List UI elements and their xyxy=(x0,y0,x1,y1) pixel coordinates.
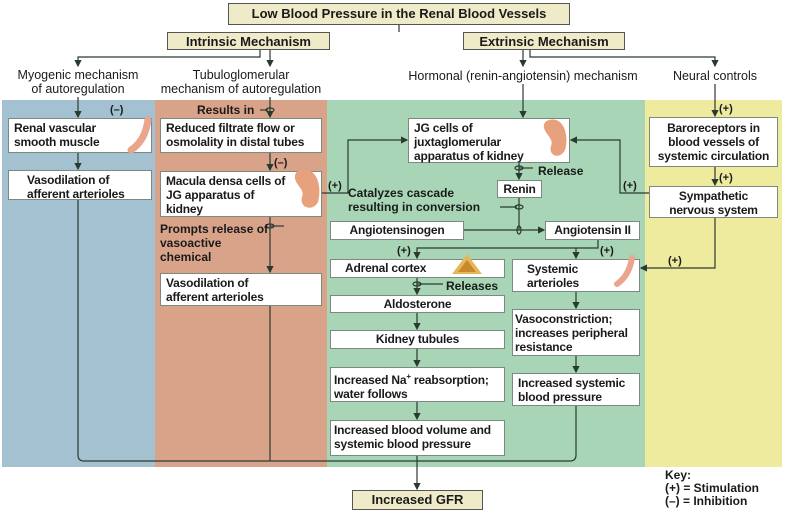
angiotensinogen-box: Angiotensinogen xyxy=(330,221,464,240)
release-label: Release xyxy=(538,164,584,178)
vasoconstriction-box: Vasoconstriction; increases peripheral r… xyxy=(512,309,640,356)
renal-vascular-box: Renal vascular smooth muscle xyxy=(8,118,152,153)
kidney-icon xyxy=(294,169,320,208)
vasodilation-myogenic-box: Vasodilation of afferent arterioles xyxy=(8,170,152,201)
key: Key: (+) = Stimulation (–) = Inhibition xyxy=(665,469,759,508)
angiotensin-ii-box: Angiotensin II xyxy=(545,221,640,240)
text: Increased Na xyxy=(334,373,407,387)
blood-vessel-icon xyxy=(127,116,152,154)
neural-heading: Neural controls xyxy=(672,69,758,83)
adrenal-gland-icon xyxy=(452,254,482,274)
key-inhibition: (–) = Inhibition xyxy=(665,494,748,508)
kidney-tubules-box: Kidney tubules xyxy=(330,330,505,349)
increased-gfr-box: Increased GFR xyxy=(352,490,483,510)
catalyzes-label: Catalyzes cascade resulting in conversio… xyxy=(348,186,481,214)
systemic-arterioles-box: Systemic arterioles xyxy=(512,259,640,292)
stimulation-sign: (+) xyxy=(328,180,342,192)
results-in-label: Results in xyxy=(197,103,255,117)
blood-vessel-icon xyxy=(614,255,635,287)
intrinsic-header: Intrinsic Mechanism xyxy=(167,32,330,50)
stimulation-sign: (+) xyxy=(600,245,614,257)
reduced-filtrate-box: Reduced filtrate flow or osmolality in d… xyxy=(160,118,322,153)
stimulation-sign: (+) xyxy=(397,245,411,257)
sodium-reabsorption-box: Increased Na+ reabsorption; water follow… xyxy=(330,367,505,402)
blood-volume-box: Increased blood volume and systemic bloo… xyxy=(330,420,505,456)
stimulation-sign: (+) xyxy=(623,180,637,192)
heading-line: Myogenic mechanism xyxy=(17,68,139,82)
text: reabsorption; water follows xyxy=(334,373,489,401)
vasodilation-tubulo-box: Vasodilation of afferent arterioles xyxy=(160,273,322,306)
stimulation-sign: (+) xyxy=(668,255,682,267)
kidney-icon xyxy=(543,119,567,156)
prompts-release-label: Prompts release of vasoactive chemical xyxy=(160,222,269,264)
stimulation-sign: (+) xyxy=(719,103,733,115)
heading-line: Tubuloglomerular xyxy=(192,68,290,82)
stimulation-sign: (+) xyxy=(719,172,733,184)
inhibition-sign: (–) xyxy=(110,104,124,116)
key-stimulation: (+) = Stimulation xyxy=(665,481,760,495)
title-box: Low Blood Pressure in the Renal Blood Ve… xyxy=(228,3,570,25)
extrinsic-header: Extrinsic Mechanism xyxy=(463,32,625,50)
hormonal-heading: Hormonal (renin-angiotensin) mechanism xyxy=(408,69,638,83)
inhibition-sign: (–) xyxy=(274,157,288,169)
releases-label: Releases xyxy=(446,279,499,293)
renin-box: Renin xyxy=(497,180,542,198)
key-title: Key: xyxy=(665,468,692,482)
baroreceptors-box: Baroreceptors in blood vessels of system… xyxy=(649,117,778,167)
heading-line: mechanism of autoregulation xyxy=(160,82,322,96)
aldosterone-box: Aldosterone xyxy=(330,295,505,313)
heading-line: of autoregulation xyxy=(31,82,125,96)
jg-cells-box: JG cells of juxtaglomerular apparatus of… xyxy=(408,118,570,163)
increased-systemic-bp-box: Increased systemic blood pressure xyxy=(512,373,640,406)
sympathetic-box: Sympathetic nervous system xyxy=(649,186,778,218)
text: + xyxy=(406,372,411,381)
